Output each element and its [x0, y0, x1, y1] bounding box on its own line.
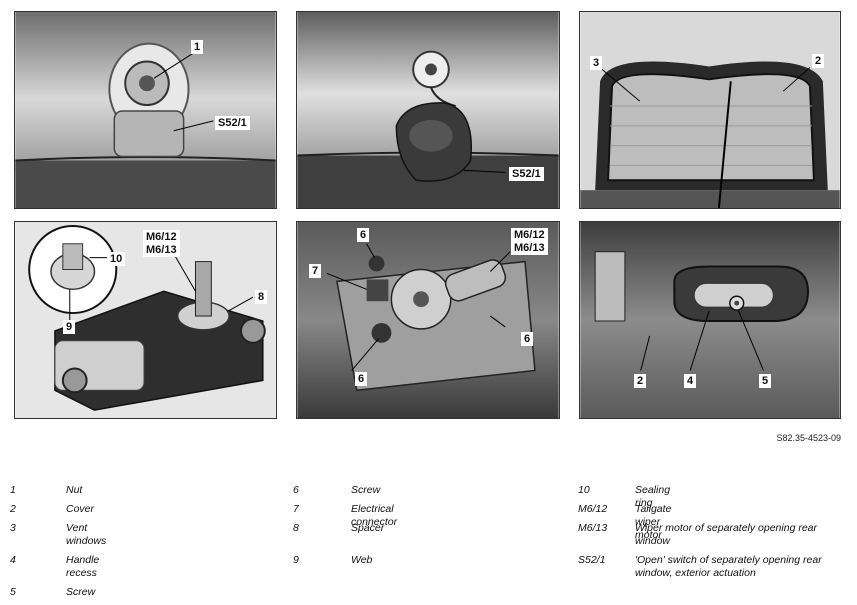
photo-wiper-motor: M6/12 M6/13 10 9 8 [14, 221, 277, 419]
photo-handle-recess-illustration [580, 222, 840, 418]
callout-label: 8 [255, 290, 268, 304]
callout-label: M6/12 [143, 230, 180, 244]
photo-rear-window-illustration [580, 12, 840, 208]
callout-label: 3 [590, 56, 603, 70]
legend-text: Sealing ring [635, 484, 671, 509]
callout-label: S52/1 [509, 167, 544, 181]
photo-switch-removed: S52/1 [296, 11, 560, 209]
photo-switch-removed-illustration [297, 12, 559, 208]
legend-key: 5 [10, 586, 16, 598]
legend-key: 4 [10, 554, 16, 566]
legend-text: Screw [66, 586, 96, 598]
legend-text: Wiper motor of separately opening rear w… [635, 522, 817, 547]
photo-rear-window: 3 2 [579, 11, 841, 209]
legend-key: 1 [10, 484, 16, 496]
legend-text: Spacer [351, 522, 385, 534]
callout-label: 5 [759, 374, 772, 388]
callout-label: 6 [521, 332, 534, 346]
legend-key: 6 [293, 484, 299, 496]
legend-text: 'Open' switch of separately opening rear… [635, 554, 822, 579]
callout-label: 10 [107, 252, 126, 266]
callout-label: M6/13 [511, 241, 548, 255]
legend-key: S52/1 [578, 554, 606, 566]
legend-text: Screw [351, 484, 381, 496]
legend-text: Handle recess [66, 554, 100, 579]
photo-nut-switch-illustration [15, 12, 276, 208]
photo-motor-installed: 6 7 M6/12 M6/13 6 6 [296, 221, 560, 419]
callout-label: 4 [684, 374, 697, 388]
callout-label: 6 [355, 372, 368, 386]
callout-label: 1 [191, 40, 204, 54]
callout-label: S52/1 [215, 116, 250, 130]
photo-nut-switch: 1 S52/1 [14, 11, 277, 209]
callout-label: 2 [634, 374, 647, 388]
callout-label: 2 [812, 54, 825, 68]
legend-key: 10 [578, 484, 590, 496]
legend-key: 9 [293, 554, 299, 566]
legend-text: Cover [66, 503, 95, 515]
legend-text: Vent windows [66, 522, 107, 547]
legend-text: Nut [66, 484, 83, 496]
legend-text: Web [351, 554, 373, 566]
legend-text: Electrical connector [351, 503, 398, 528]
photo-handle-recess: 2 4 5 [579, 221, 841, 419]
legend-key: M6/12 [578, 503, 608, 515]
legend-key: M6/13 [578, 522, 608, 534]
callout-label: 9 [63, 320, 76, 334]
figure-reference: S82.35-4523-09 [776, 433, 841, 443]
legend-key: 3 [10, 522, 16, 534]
callout-label: 7 [309, 264, 322, 278]
callout-label: M6/12 [511, 228, 548, 242]
legend-key: 7 [293, 503, 299, 515]
legend-key: 2 [10, 503, 16, 515]
callout-label: 6 [357, 228, 370, 242]
callout-label: M6/13 [143, 243, 180, 257]
legend-key: 8 [293, 522, 299, 534]
legend-text: Tailgate wiper motor [635, 503, 672, 541]
